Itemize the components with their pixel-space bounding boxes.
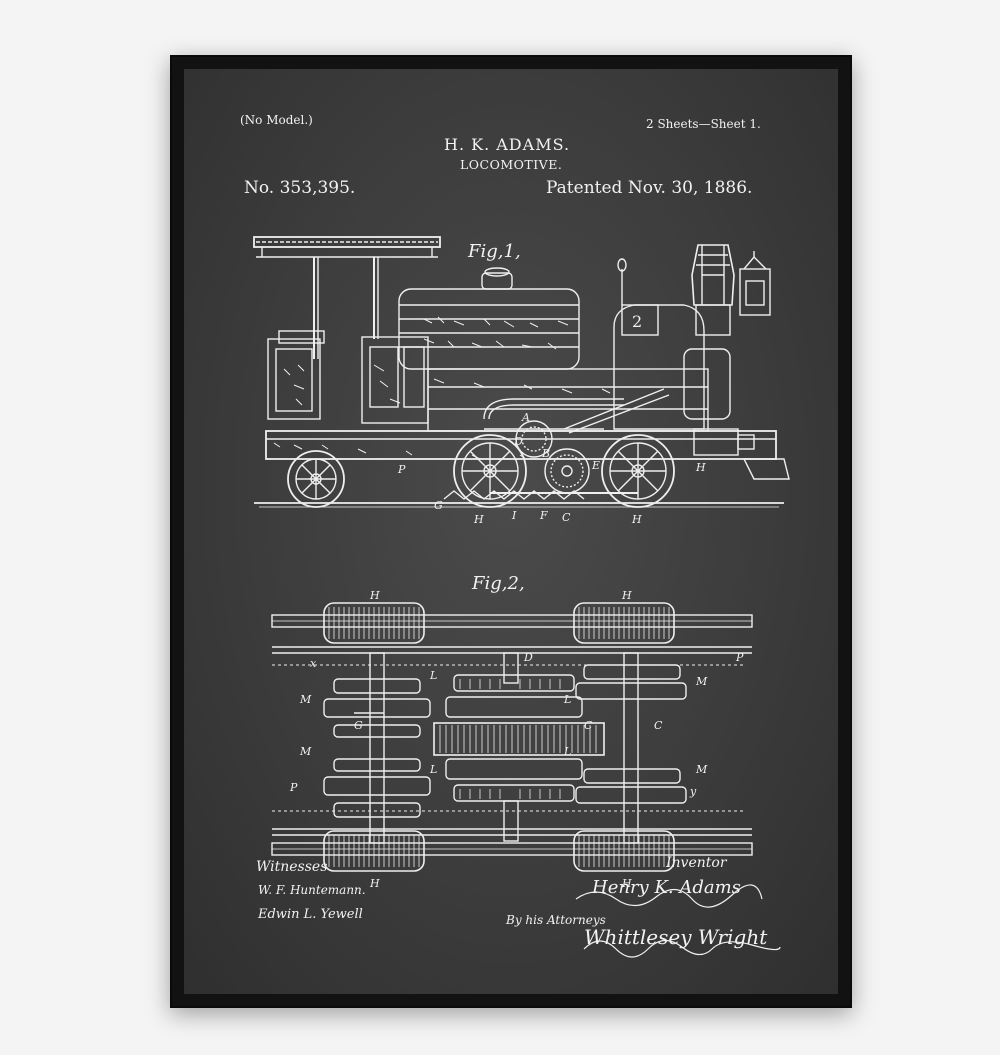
patent-drawing: 2 xyxy=(184,69,838,994)
fig2-letter: L xyxy=(563,745,571,758)
inventor-signature: Henry K. Adams xyxy=(592,877,741,898)
fig2-letter: y xyxy=(689,785,697,798)
witness-signature-1: W. F. Huntemann. xyxy=(258,883,366,897)
fig2-letter: L xyxy=(563,693,571,706)
fig2-letter: D xyxy=(523,651,533,664)
fig1-letter: C xyxy=(562,511,571,524)
poster-frame: (No Model.) 2 Sheets—Sheet 1. H. K. ADAM… xyxy=(170,55,852,1008)
fig2-letter: C xyxy=(584,719,593,732)
fig2-letter: M xyxy=(695,763,708,776)
fig1-letter: H xyxy=(695,461,706,474)
witness-signature-2: Edwin L. Yewell xyxy=(258,907,363,922)
fig2-letter: H xyxy=(369,589,380,602)
fig2-letter: x xyxy=(310,657,317,670)
fig2-letter: L xyxy=(429,669,437,682)
fig1-label: Fig,1, xyxy=(468,241,521,262)
engine-number: 2 xyxy=(632,312,642,331)
fig2-letter: M xyxy=(695,675,708,688)
fig2-letter: L xyxy=(429,763,437,776)
fig2-letter: G xyxy=(354,719,363,732)
fig2-letter: C xyxy=(654,719,663,732)
fig1-letter: H xyxy=(473,513,484,526)
fig1-letter: D xyxy=(513,435,523,448)
fig1-letter: F xyxy=(539,509,548,522)
fig2-letter: M xyxy=(299,745,312,758)
fig1-letter: E xyxy=(591,459,600,472)
fig1-letter: I xyxy=(511,509,517,522)
fig2-letter: P xyxy=(289,781,298,794)
axle-plan-view: H H D P x L M M L G C C M L M xyxy=(272,589,752,890)
fig1-letter: A xyxy=(521,411,530,424)
fig2-letter: H xyxy=(621,589,632,602)
fig1-letter: P xyxy=(397,463,406,476)
inventor-label: Inventor xyxy=(666,855,727,871)
locomotive-side-view: 2 xyxy=(254,237,789,526)
fig1-letter: B xyxy=(541,447,550,460)
fig2-letter: M xyxy=(299,693,312,706)
fig2-letter: P xyxy=(735,651,744,664)
front-driving-wheel xyxy=(602,435,674,507)
fig2-letter: H xyxy=(369,877,380,890)
witnesses-label: Witnesses xyxy=(256,859,327,875)
attorney-signature: Whittlesey Wright xyxy=(584,925,767,949)
rear-wheel xyxy=(288,451,344,507)
chalkboard-print: (No Model.) 2 Sheets—Sheet 1. H. K. ADAM… xyxy=(184,69,838,994)
fig1-letter: H xyxy=(631,513,642,526)
fig1-letter: G xyxy=(434,499,443,512)
fig2-label: Fig,2, xyxy=(472,573,525,594)
